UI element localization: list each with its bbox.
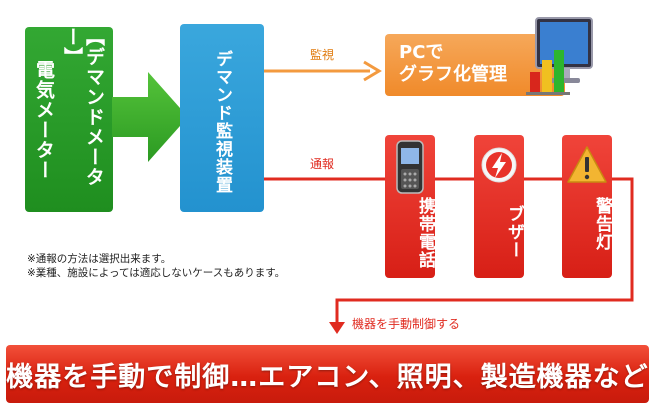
warning-light-label: 警告灯	[592, 197, 612, 251]
pc-label-line1: PCで	[399, 42, 444, 63]
mobile-phone-icon	[396, 140, 424, 194]
buzzer-icon	[481, 147, 517, 183]
buzzer-label: ブザー	[504, 205, 524, 259]
notify-label: 通報	[310, 157, 335, 171]
meter-label-line1: 電気メーター	[33, 59, 55, 180]
electricity-meter-box: 電気メーター 【デマンドメーター】	[25, 27, 113, 212]
pc-label-line2: グラフ化管理	[399, 64, 507, 85]
warning-light-icon	[567, 146, 607, 183]
manual-control-banner: 機器を手動で制御…エアコン、照明、製造機器など	[6, 345, 649, 403]
watch-label: 監視	[310, 48, 335, 62]
demand-monitor-label: デマンド監視装置	[212, 50, 232, 194]
control-label: 機器を手動制御する	[352, 317, 461, 331]
banner-text: 機器を手動で制御…エアコン、照明、製造機器など	[6, 361, 649, 393]
notify-arrow-head	[329, 322, 345, 334]
demand-monitor-box: デマンド監視装置	[180, 24, 264, 212]
watch-arrow-head	[363, 60, 382, 82]
monitor-chart-icon	[526, 17, 593, 95]
notes: ※通報の方法は選択出来ます。 ※業種、施設によっては適応しないケースもあります。	[27, 252, 285, 280]
note-line: ※通報の方法は選択出来ます。	[27, 253, 172, 265]
green-flow-arrow	[112, 72, 188, 162]
meter-label-line2: 【デマンドメーター】	[61, 27, 105, 187]
note-line: ※業種、施設によっては適応しないケースもあります。	[27, 267, 286, 279]
mobile-phone-box: 携帯電話	[385, 135, 435, 278]
warning-light-box: 警告灯	[562, 135, 612, 278]
mobile-phone-label: 携帯電話	[415, 197, 435, 269]
buzzer-box: ブザー	[474, 135, 524, 278]
